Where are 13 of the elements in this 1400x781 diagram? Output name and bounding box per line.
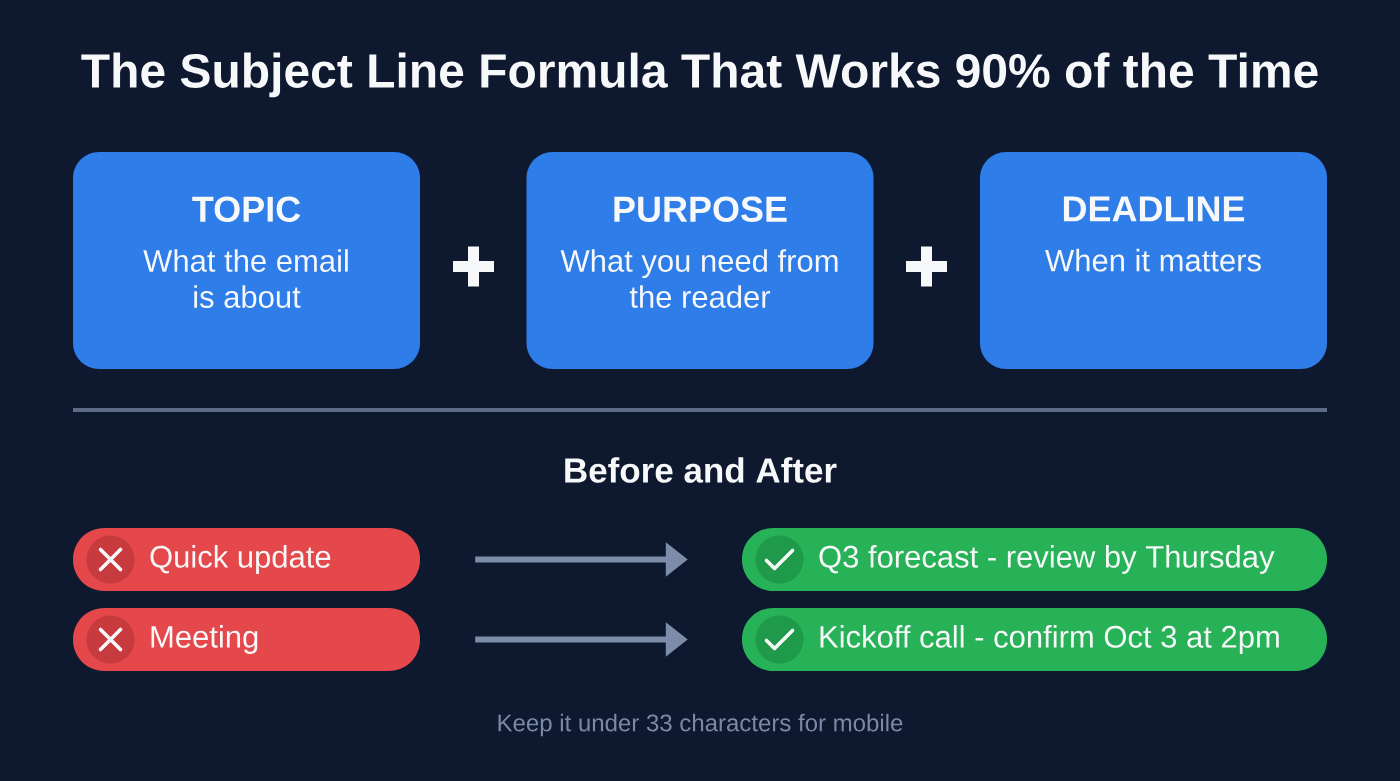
card-description: What you need from the reader xyxy=(560,249,838,308)
after-subject-pill: Kickoff call - confirm Oct 3 at 2pm xyxy=(742,608,1327,671)
card-description: What the email is about xyxy=(143,249,348,308)
card-heading: TOPIC xyxy=(192,196,301,222)
footnote: Keep it under 33 characters for mobile xyxy=(498,713,903,737)
formula-card xyxy=(526,152,874,369)
formula-card xyxy=(980,152,1327,369)
card-heading: DEADLINE xyxy=(1063,196,1245,222)
card-description: When it matters xyxy=(1045,248,1261,272)
title: The Subject Line Formula That Works 90% of the Time xyxy=(81,52,1318,98)
section-heading: Before and After xyxy=(565,457,837,483)
card-heading: PURPOSE xyxy=(614,196,787,222)
formula-card xyxy=(73,152,420,369)
